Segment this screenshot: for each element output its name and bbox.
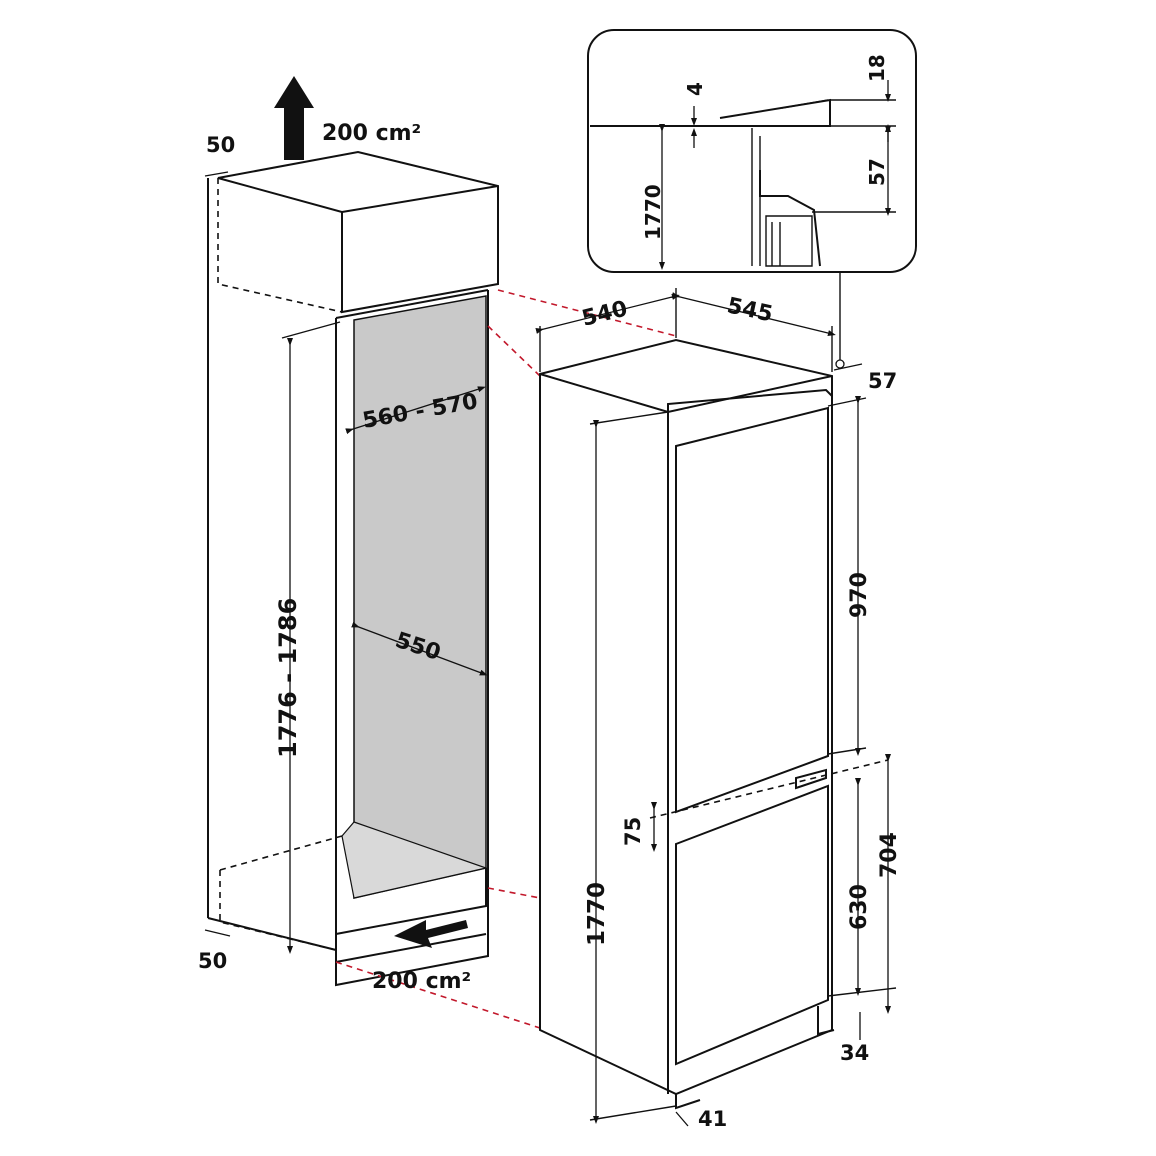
label-detail-18: 18 xyxy=(865,54,889,82)
bottom-hidden xyxy=(219,870,337,951)
ext-1770-top xyxy=(589,411,669,425)
inset-top-board xyxy=(719,98,831,127)
guide-bottom-2 xyxy=(335,961,541,1029)
appliance xyxy=(535,272,897,1127)
inset-hinge xyxy=(759,170,821,267)
ext-line xyxy=(281,321,341,339)
label-gap-top: 50 xyxy=(206,133,235,157)
top-unit-hidden xyxy=(217,178,343,313)
fridge-door xyxy=(675,406,829,814)
left-panel-bottom xyxy=(207,917,337,951)
dim-niche-depth xyxy=(351,621,488,676)
front-frame-top xyxy=(335,289,489,319)
label-detail-57: 57 xyxy=(865,158,889,186)
plinth-bottom xyxy=(335,933,487,963)
foot-front xyxy=(675,1094,701,1110)
dim-gap-top xyxy=(204,171,229,177)
dim-foot-41 xyxy=(675,1111,689,1127)
top-unit-edge xyxy=(341,185,499,213)
detail-marker-icon xyxy=(835,359,845,369)
label-vent-bottom: 200 cm² xyxy=(372,969,471,994)
ext-970-b xyxy=(827,747,867,755)
guide-top-2 xyxy=(487,325,541,377)
label-detail-4: 4 xyxy=(683,82,707,96)
appliance-body xyxy=(539,338,833,1096)
label-detail-1770: 1770 xyxy=(641,184,665,240)
inset-block xyxy=(765,215,813,267)
middle-hinge xyxy=(795,768,827,790)
ext-1770-bottom xyxy=(589,1105,677,1121)
ext-970 xyxy=(827,397,867,407)
dim-top-gap xyxy=(833,363,863,371)
bottom-hidden-2 xyxy=(219,835,343,871)
label-appliance-height: 1770 xyxy=(584,882,610,946)
plinth-top xyxy=(335,868,487,935)
front-frame xyxy=(335,290,489,987)
label-fridge-door: 970 xyxy=(847,572,872,618)
freezer-door xyxy=(675,784,829,1066)
label-top-gap: 57 xyxy=(868,369,897,393)
detail-inset xyxy=(587,29,917,273)
inset-leader xyxy=(781,99,829,109)
niche-back xyxy=(353,295,487,899)
dim-gap-bottom xyxy=(204,929,231,937)
arrow-up-icon xyxy=(274,76,314,160)
label-vent-top: 200 cm² xyxy=(322,121,421,146)
top-unit xyxy=(217,150,499,314)
label-freezer-door: 630 xyxy=(847,884,872,930)
dim-niche-width xyxy=(345,386,486,435)
dim-depth xyxy=(671,292,836,336)
mid-line xyxy=(649,759,889,819)
cabinet xyxy=(204,76,499,987)
dim-width xyxy=(535,294,680,334)
label-foot-41: 41 xyxy=(698,1107,727,1131)
inset-block-lines xyxy=(771,222,781,266)
label-appliance-width: 540 xyxy=(579,296,630,331)
foot-side xyxy=(817,1006,835,1036)
label-gap-bottom: 50 xyxy=(198,949,227,973)
top-hinge xyxy=(667,388,833,412)
label-niche-height: 1776 - 1786 xyxy=(274,598,302,758)
label-appliance-depth: 545 xyxy=(725,293,775,327)
label-freezer-total: 704 xyxy=(877,832,902,878)
label-door-gap: 75 xyxy=(621,817,645,846)
arrow-left-icon xyxy=(394,920,468,948)
ext-630 xyxy=(827,987,897,997)
guide-bottom-1 xyxy=(487,887,541,899)
label-foot-34: 34 xyxy=(840,1041,869,1065)
